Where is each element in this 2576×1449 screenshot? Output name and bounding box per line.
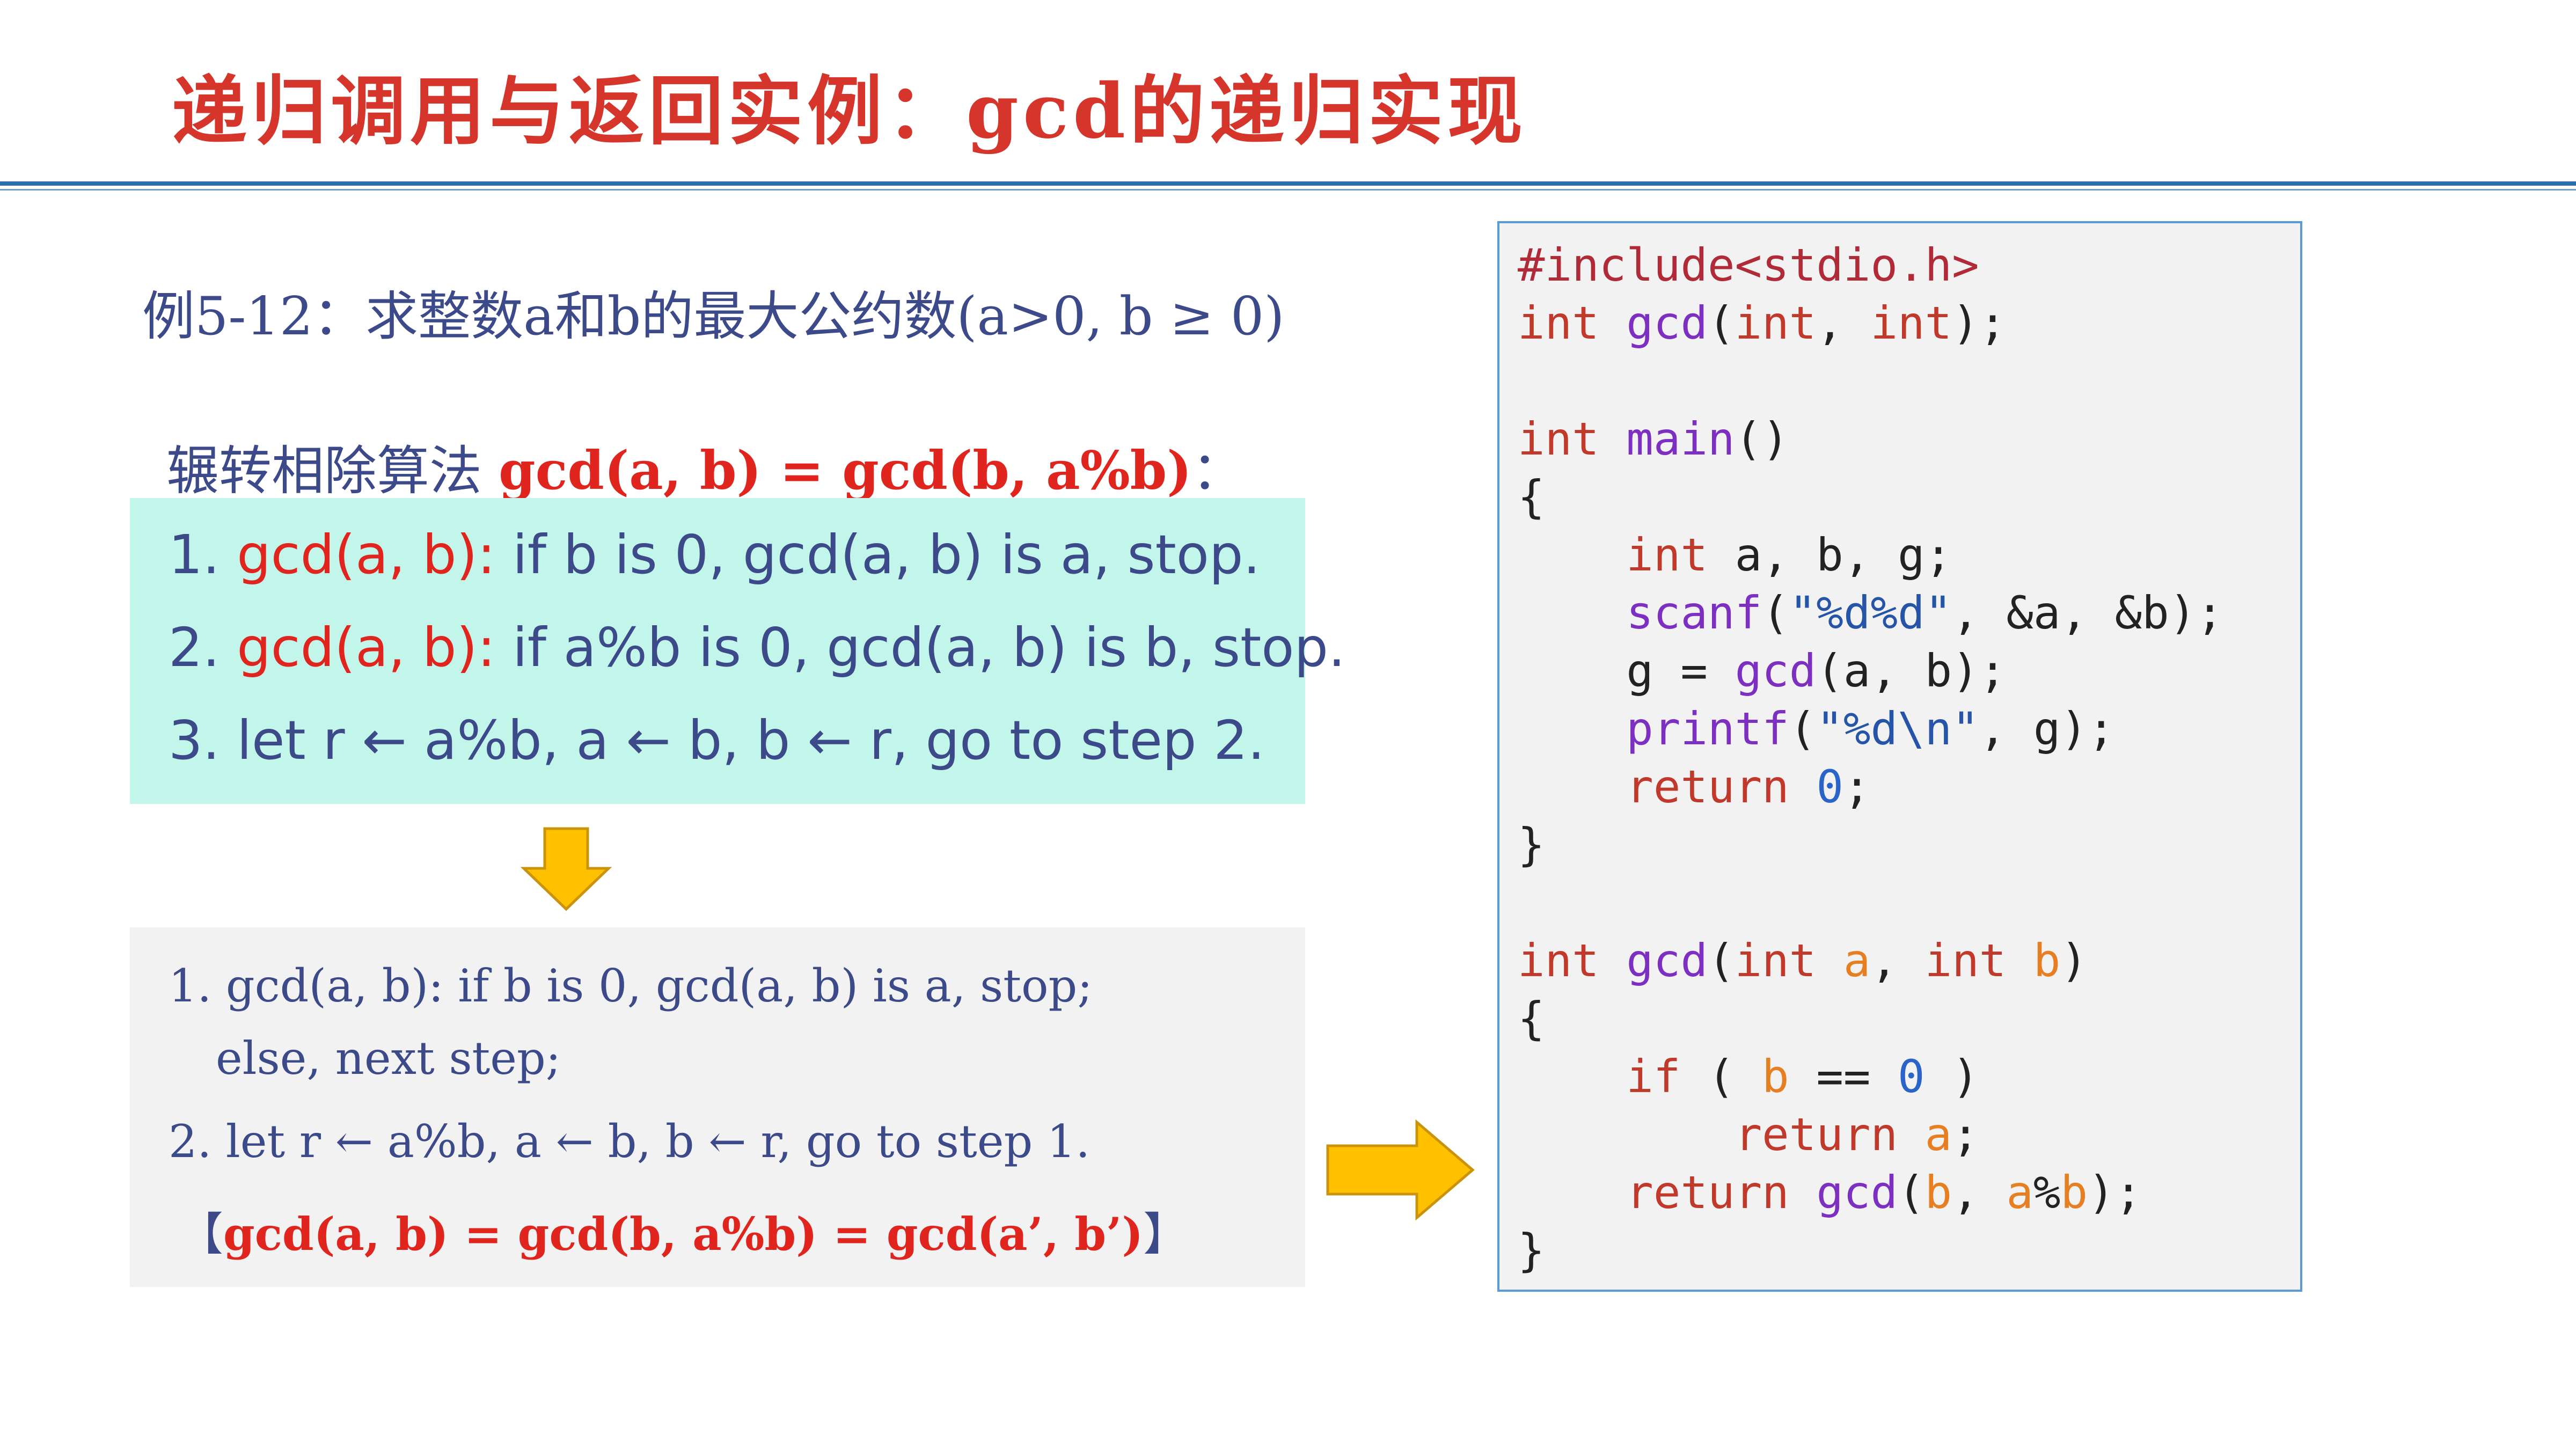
- refined-formula-text: gcd(a, b) = gcd(b, a%b) = gcd(a’, b’): [223, 1208, 1144, 1261]
- code-string: "%d%d": [1789, 587, 1952, 639]
- algorithm-heading-suffix: ：: [1191, 441, 1245, 502]
- code-function: gcd: [1735, 645, 1817, 697]
- step-gcd-label: gcd(a, b):: [237, 523, 496, 586]
- refined-steps-box: 1. gcd(a, b): if b is 0, gcd(a, b) is a,…: [130, 927, 1305, 1287]
- code-keyword: int: [1924, 934, 2007, 987]
- right-arrow-icon: [1326, 1119, 1475, 1221]
- down-arrow-icon: [521, 827, 612, 911]
- step-text: let r ← a%b, a ← b, b ← r, go to step 2.: [237, 709, 1265, 772]
- refined-step-1: 1. gcd(a, b): if b is 0, gcd(a, b) is a,…: [169, 960, 1093, 1012]
- code-function: main: [1626, 413, 1735, 465]
- algorithm-step-3: 3. let r ← a%b, a ← b, b ← r, go to step…: [169, 709, 1265, 772]
- code-function: gcd: [1816, 1166, 1898, 1219]
- code-string: "%d\n": [1816, 702, 1979, 755]
- algorithm-formula: gcd(a, b) = gcd(b, a%b): [499, 440, 1192, 502]
- code-keyword: return: [1626, 1166, 1789, 1219]
- bracket-close: 】: [1143, 1208, 1189, 1261]
- step-number: 2.: [169, 616, 237, 679]
- step-gcd-label: gcd(a, b):: [237, 616, 496, 679]
- step-text: if a%b is 0, gcd(a, b) is b, stop.: [495, 616, 1345, 679]
- algorithm-step-2: 2. gcd(a, b): if a%b is 0, gcd(a, b) is …: [169, 616, 1345, 679]
- title-divider-thin: [0, 189, 2576, 191]
- refined-step-1-else: else, next step;: [216, 1032, 561, 1085]
- code-function: gcd: [1626, 934, 1708, 987]
- code-keyword: int: [1870, 297, 1952, 349]
- algorithm-heading-prefix: 辗转相除算法: [166, 441, 499, 502]
- code-keyword: int: [1518, 297, 1599, 349]
- refined-step-2: 2. let r ← a%b, a ← b, b ← r, go to step…: [169, 1115, 1091, 1168]
- example-statement: 例5-12：求整数a和b的最大公约数(a>0, b ≥ 0): [142, 286, 1285, 347]
- code-function: scanf: [1626, 587, 1762, 639]
- code-keyword: if: [1626, 1050, 1681, 1103]
- step-number: 3.: [169, 709, 237, 772]
- code-number: 0: [1898, 1050, 1925, 1103]
- code-keyword: int: [1735, 934, 1817, 987]
- algorithm-steps-box: 1. gcd(a, b): if b is 0, gcd(a, b) is a,…: [130, 498, 1345, 804]
- slide-title: 递归调用与返回实例：gcd的递归实现: [172, 68, 1527, 156]
- bracket-open: 【: [178, 1208, 224, 1261]
- refined-formula: 【gcd(a, b) = gcd(b, a%b) = gcd(a’, b’)】: [178, 1198, 1188, 1263]
- algorithm-step-1: 1. gcd(a, b): if b is 0, gcd(a, b) is a,…: [169, 523, 1260, 586]
- title-divider: [0, 181, 2576, 186]
- code-keyword: int: [1518, 934, 1599, 987]
- code-function: gcd: [1626, 297, 1708, 349]
- algorithm-heading: 辗转相除算法 gcd(a, b) = gcd(b, a%b)：: [166, 428, 1245, 504]
- code-keyword: return: [1626, 760, 1789, 813]
- code-text: #include<stdio.h> int gcd(int, int); int…: [1518, 239, 2223, 1277]
- code-number: 0: [1816, 760, 1843, 813]
- step-number: 1.: [169, 523, 237, 586]
- code-function: printf: [1626, 702, 1789, 755]
- code-keyword: int: [1735, 297, 1817, 349]
- code-keyword: int: [1626, 529, 1708, 581]
- code-keyword: return: [1735, 1108, 1898, 1161]
- code-keyword: int: [1518, 413, 1599, 465]
- step-text: if b is 0, gcd(a, b) is a, stop.: [495, 523, 1261, 586]
- code-listing: #include<stdio.h> int gcd(int, int); int…: [1497, 221, 2302, 1292]
- code-include: #include<stdio.h>: [1518, 239, 1979, 291]
